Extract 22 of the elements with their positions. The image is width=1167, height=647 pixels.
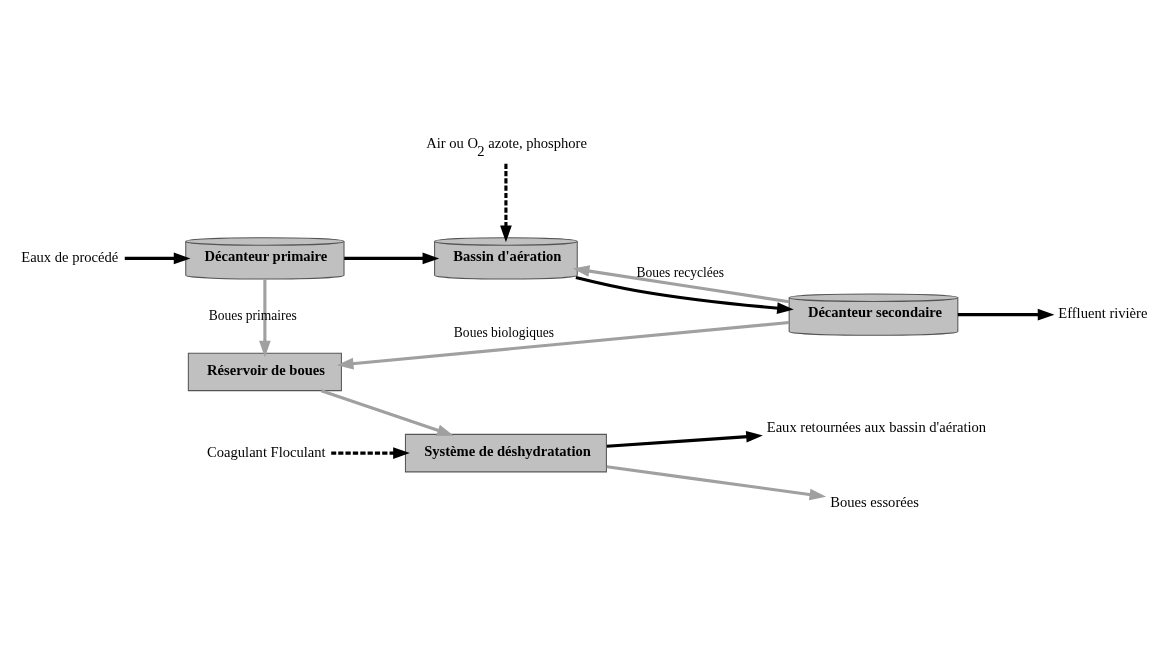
edge-label: Boues biologiques xyxy=(453,324,555,340)
node-text: Coagulant Floculant xyxy=(207,443,326,460)
edge-label: Boues primaires xyxy=(208,307,297,323)
arrow xyxy=(259,278,271,357)
arrow xyxy=(572,264,790,303)
arrow xyxy=(336,320,790,369)
arrow xyxy=(957,308,1055,320)
node-text: Eaux de procédé xyxy=(21,248,119,265)
arrow xyxy=(124,252,191,264)
arrow xyxy=(331,446,410,459)
arrow xyxy=(500,163,512,242)
arrow xyxy=(344,252,440,264)
arrow xyxy=(575,275,794,314)
arrow xyxy=(606,464,827,500)
arrow xyxy=(320,388,454,436)
node-text: Eaux retournées aux bassin d'aération xyxy=(766,418,987,435)
edge-label: Boues recyclées xyxy=(636,264,725,280)
node-text: Effluent rivière xyxy=(1058,304,1148,321)
arrow xyxy=(606,430,763,448)
node-box: Réservoir de boues xyxy=(187,352,342,391)
node-text: Boues essorées xyxy=(830,493,919,510)
node-box: Système de déshydratation xyxy=(404,433,607,472)
